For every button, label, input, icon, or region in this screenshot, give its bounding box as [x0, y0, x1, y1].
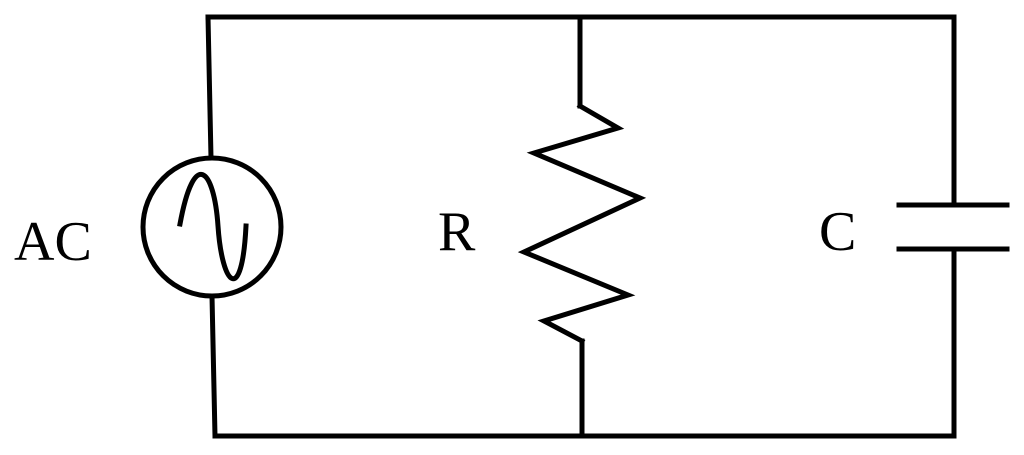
- capacitor-label: C: [819, 201, 856, 263]
- source-label: AC: [14, 211, 92, 273]
- resistor-zigzag-icon: [517, 102, 647, 345]
- resistor-label: R: [438, 201, 476, 263]
- capacitor-plates-icon: [896, 202, 1010, 252]
- source-upper-wire: [205, 14, 214, 161]
- ac-source-icon: [140, 155, 284, 299]
- source-lower-wire: [209, 293, 218, 439]
